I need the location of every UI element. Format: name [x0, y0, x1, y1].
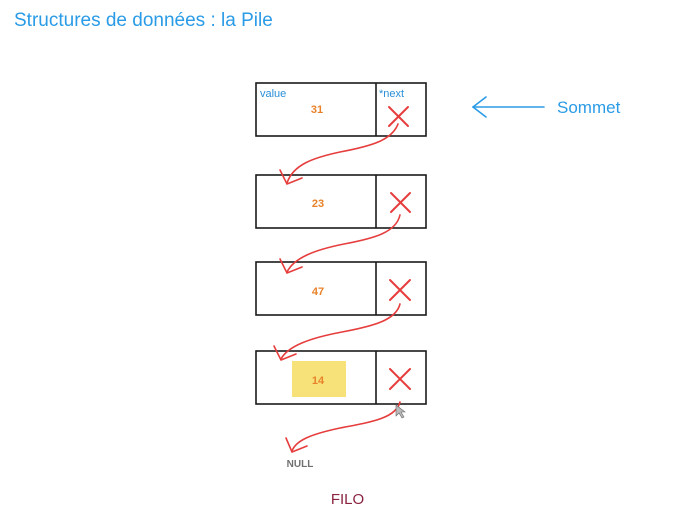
link-arrow	[279, 214, 401, 274]
stack-node: 47	[255, 261, 427, 316]
node-box	[255, 82, 427, 137]
mouse-cursor-icon	[395, 404, 406, 419]
stack-node: 14	[255, 350, 427, 405]
top-label: Sommet	[557, 98, 621, 117]
null-label: NULL	[287, 459, 314, 470]
link-arrow	[279, 123, 399, 185]
page-title: Structures de données : la Pile	[14, 10, 273, 31]
cross-icon	[390, 192, 411, 213]
highlight-marker	[292, 361, 346, 397]
link-arrow	[285, 401, 401, 453]
node-value: 31	[311, 104, 323, 116]
node-value: 23	[312, 198, 324, 210]
cross-icon	[389, 368, 411, 390]
stack-node: 23	[255, 174, 427, 229]
next-field-label: *next	[379, 88, 404, 100]
footer-label: FILO	[330, 491, 365, 508]
link-arrow	[273, 303, 401, 361]
cross-icon	[389, 279, 411, 301]
node-value: 14	[312, 375, 325, 387]
left-arrow-icon	[472, 96, 545, 118]
stack-node: value *next 31	[255, 82, 427, 137]
cross-icon	[388, 106, 409, 127]
node-value: 47	[312, 286, 324, 298]
node-box	[255, 174, 427, 229]
value-field-label: value	[260, 88, 286, 100]
